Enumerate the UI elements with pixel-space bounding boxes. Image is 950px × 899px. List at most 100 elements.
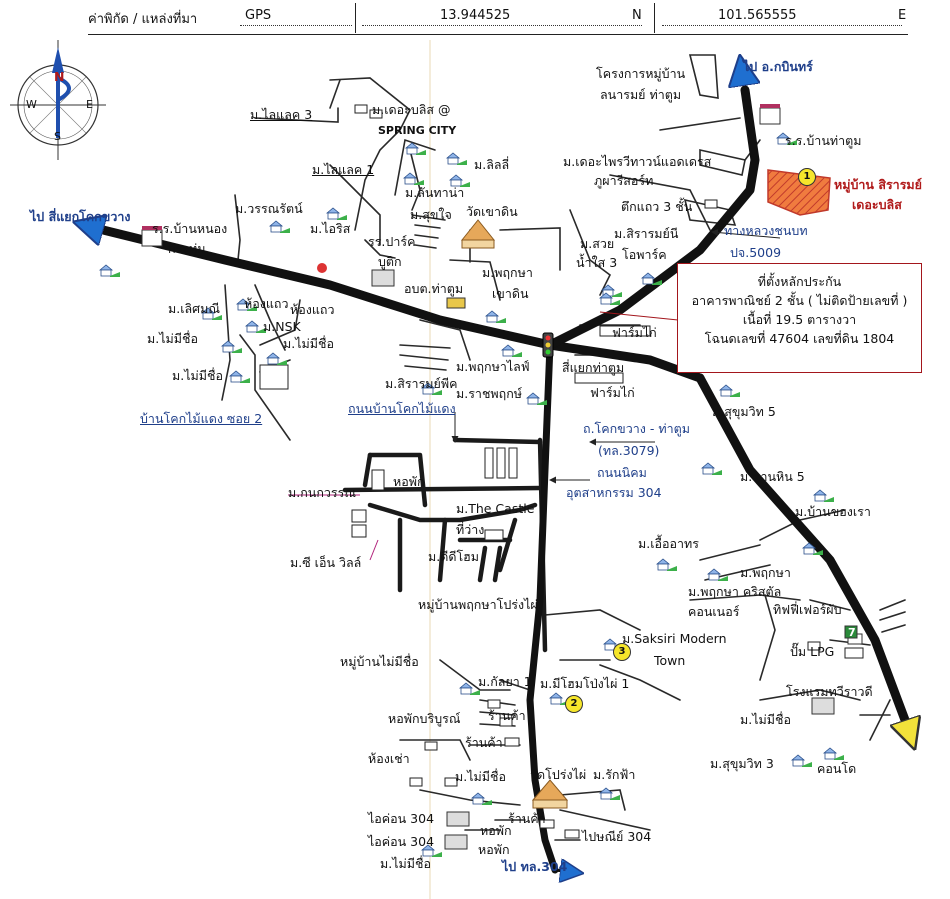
label-target-village: หมู่บ้าน สิรารมย์ <box>834 177 922 192</box>
label-park-school2: บูติก <box>378 254 402 269</box>
label-wannarat: ม.วรรณรัตน์ <box>235 201 303 216</box>
coordinates-header: ค่าพิกัด / แหล่งที่มา GPS 13.944525 N 10… <box>0 0 950 36</box>
house-icon <box>655 558 677 571</box>
label-rakfa: ม.รักฟ้า <box>593 767 636 782</box>
house-icon <box>812 489 834 502</box>
house-icon <box>484 310 506 323</box>
house-icon <box>525 392 547 405</box>
coordinates-source: GPS <box>245 8 272 23</box>
label-the-private: ม.เดอะไพรวีทาวน์แอดเดรส <box>563 154 712 169</box>
label-saksiri: ม.Saksiri Modern <box>622 631 727 646</box>
school-icon <box>141 104 781 247</box>
label-shop-1: ร้านค้า <box>488 708 526 723</box>
house-icon <box>801 542 823 555</box>
house-icon <box>265 352 287 365</box>
label-bansongrao: ม.บ้านของเรา <box>795 504 871 519</box>
label-phanhin5: ม.พานหิน 5 <box>740 469 805 484</box>
label-noname-3: ม.ไม่มีชื่อ <box>172 368 223 383</box>
label-pruksa-khaodin: ม.พฤกษา <box>482 265 533 280</box>
label-obt: อบต.ท่าตูม <box>404 281 464 296</box>
label-nsk: ม.NSK <box>263 319 301 334</box>
house-icon <box>200 307 222 320</box>
latitude-value: 13.944525 <box>440 8 511 23</box>
label-to-kabinburi: ไป อ.กบินทร์ <box>743 59 813 74</box>
label-lanthana: ม.ลันทาน่า <box>405 185 465 200</box>
label-roomrow2: ห้องแถว <box>290 302 335 317</box>
label-lailak3: ม.ไลแลค 3 <box>250 107 313 122</box>
longitude-unit: E <box>898 8 907 23</box>
label-ceenvilla: ม.ซี เอ็น วิลล์ <box>290 555 362 570</box>
label-lpg: ปั๊ม LPG <box>790 644 835 659</box>
label-euathon: ม.เอื้ออาทร <box>638 536 699 551</box>
label-thebliss-a: ม.เดอะบลิส @ <box>372 102 451 117</box>
house-icon <box>420 382 442 395</box>
label-pruksa-life: ม.พฤกษาไลฟ์ <box>456 359 530 374</box>
house-icon <box>700 462 722 475</box>
label-noname-4: ม.ไม่มีชื่อ <box>740 712 791 727</box>
house-icon <box>706 568 728 581</box>
house-icon <box>458 682 480 695</box>
label-to-kokkwang: ไป สี่แยกโคกขวาง <box>30 209 131 224</box>
label-castle: ม.The Castle <box>456 501 535 516</box>
compass-s: S <box>54 130 61 143</box>
house-icon <box>445 152 467 165</box>
label-hotel: โรงแรมทวีราวดี <box>786 684 873 699</box>
house-icon <box>470 792 492 805</box>
label-lailak1: ม.ไลแลค 1 <box>312 162 375 177</box>
info-line-4: โฉนดเลขที่ 47604 เลขที่ดิน 1804 <box>704 331 895 346</box>
house-icon <box>402 172 424 185</box>
label-sukhumvit5: ม.สุขุมวิท 5 <box>712 404 776 419</box>
label-soi2: บ้านโคกไม้แดง ซอย 2 <box>140 411 263 426</box>
label-road-nikom: ถนนนิคม <box>597 465 647 480</box>
label-icon304b: ไอค่อน 304 <box>368 834 435 849</box>
label-msuai: ม.สวย <box>580 236 615 251</box>
label-road-nikom2: อุตสาหกรรม 304 <box>566 485 662 500</box>
label-rural-road: ทางหลวงชนบท <box>724 223 808 238</box>
label-saksiri2: Town <box>654 653 686 668</box>
label-noname-village: หมู่บ้านไม่มีชื่อ <box>340 654 419 669</box>
marker-3: 3 <box>613 643 631 661</box>
label-target-village2: เดอะบลิส <box>852 197 902 212</box>
label-siramni: ม.สิรารมย์นี <box>614 226 679 241</box>
label-road-kokkwang: ถ.โคกขวาง - ท่าตูม <box>583 421 690 436</box>
label-seven: 7 <box>848 626 856 639</box>
label-proj-village: โครงการหมู่บ้าน <box>596 66 686 81</box>
house-icon <box>598 292 620 305</box>
main-highway <box>90 85 910 725</box>
compass-rose-icon <box>10 40 106 160</box>
label-noname-2: ม.ไม่มีชื่อ <box>283 336 334 351</box>
label-chicken-farm-2: ฟาร์มไก่ <box>590 385 635 400</box>
marker-1: 1 <box>798 168 816 186</box>
label-noname-6: ม.ไม่มีชื่อ <box>380 856 431 871</box>
info-line-1: ที่ตั้งหลักประกัน <box>757 274 842 289</box>
house-icon <box>790 754 812 767</box>
label-loetmani: ม.เลิศมณี <box>168 301 220 316</box>
info-line-2: อาคารพาณิชย์ 2 ชั้น ( ไม่ติดป้ายเลขที่ ) <box>691 293 908 308</box>
house-icon <box>235 298 257 311</box>
label-park-school: รร.ปาร์ค <box>368 234 416 249</box>
seven-eleven-icon <box>844 625 858 639</box>
label-roomrow: ห้องแถว <box>244 296 289 311</box>
label-dorm-3: หอพัก <box>478 842 510 857</box>
house-icon <box>718 384 740 397</box>
marker-2: 2 <box>565 695 583 713</box>
label-sukjai: ม.สุขใจ <box>410 207 452 222</box>
house-icon <box>325 207 347 220</box>
label-noname-5: ม.ไม่มีชื่อ <box>455 769 506 784</box>
house-icon <box>228 370 250 383</box>
label-noname-1: ม.ไม่มีชื่อ <box>147 331 198 346</box>
label-pruksa-prongphai: หมู่บ้านพฤกษาโปร่งไผ่ <box>418 597 538 612</box>
label-kanokwan: ม.กนกวรรณ <box>288 485 356 500</box>
house-icon <box>598 787 620 800</box>
label-to-304: ไป ทล.304 <box>502 859 568 874</box>
house-icon <box>420 844 442 857</box>
compass-w: W <box>26 98 37 111</box>
label-tiffany: ทิฟฟี่เฟอร์ผับ <box>773 602 842 617</box>
label-shop-2: ร้านค้า <box>465 735 503 750</box>
label-phuphari: ภูผารีสอร์ท <box>594 173 654 188</box>
label-corner: คอนเนอร์ <box>688 604 740 619</box>
label-sukhumvit3: ม.สุขุมวิท 3 <box>710 756 774 771</box>
label-mihome: ม.มีโฮมโป่งไผ่ 1 <box>540 676 630 691</box>
info-line-3: เนื้อที่ 19.5 ตารางวา <box>742 312 857 327</box>
